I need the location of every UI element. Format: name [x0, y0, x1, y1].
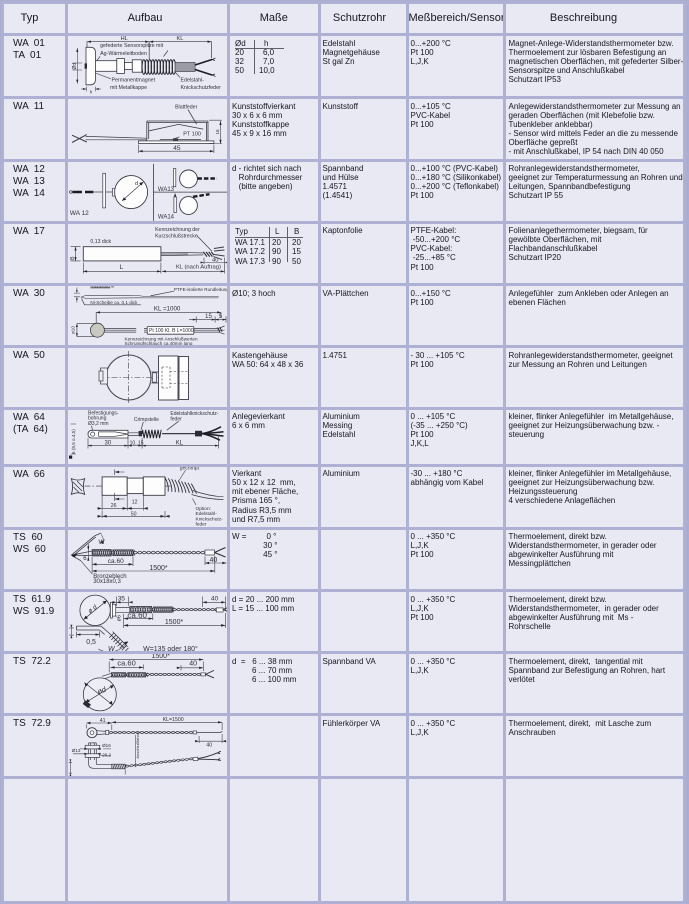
svg-text:1500*: 1500* [149, 565, 168, 572]
svg-text:Klebefläche: Klebefläche [90, 286, 114, 289]
svg-text:30x18x0,3: 30x18x0,3 [93, 578, 121, 584]
svg-text:0,5: 0,5 [86, 639, 96, 646]
svg-text:gefederte Sensorspitze mit: gefederte Sensorspitze mit [100, 43, 164, 49]
svg-text:KL: KL [177, 36, 184, 42]
svg-text:Knickschutzfeder: Knickschutzfeder [181, 85, 222, 91]
svg-text:Option:: Option: [196, 505, 211, 511]
svg-text:15: 15 [205, 313, 212, 320]
svg-text:W=135 oder 180°: W=135 oder 180° [143, 645, 198, 651]
svg-text:Kennzeichnung mit Anschlußwert: Kennzeichnung mit Anschlußwerten [125, 336, 198, 341]
svg-text:KL=1500: KL=1500 [163, 717, 184, 723]
svg-text:Kennzeichnung der: Kennzeichnung der [155, 227, 200, 233]
svg-text:Ag-Wärmeleitboden: Ag-Wärmeleitboden [100, 51, 147, 57]
svg-text:ca.60: ca.60 [117, 659, 135, 668]
svg-text:41: 41 [100, 718, 106, 724]
svg-text:6 (8,5 o.4,5): 6 (8,5 o.4,5) [71, 428, 76, 453]
svg-text:Edelstahl-: Edelstahl- [196, 511, 218, 517]
svg-text:10..15: 10..15 [130, 440, 144, 446]
svg-text:5: 5 [219, 313, 223, 320]
svg-text:Schrumpfschlauch ca.40mm lang: Schrumpfschlauch ca.40mm lang [125, 341, 193, 345]
svg-text:Ni-Scheibe ca. 0,1 dick: Ni-Scheibe ca. 0,1 dick [90, 300, 138, 305]
svg-text:50: 50 [131, 511, 137, 517]
svg-text:feder: feder [170, 416, 182, 422]
svg-text:KL (nach Auftrag): KL (nach Auftrag) [176, 264, 221, 270]
svg-text:0,13 dick: 0,13 dick [90, 239, 111, 245]
svg-text:ø d: ø d [87, 604, 99, 616]
svg-text:PT 100: PT 100 [183, 132, 201, 138]
svg-text:40: 40 [189, 661, 197, 668]
svg-text:40: 40 [212, 257, 218, 263]
svg-text:L: L [120, 263, 124, 270]
svg-text:Pt 100 Kl. B L=1000: Pt 100 Kl. B L=1000 [149, 328, 194, 334]
svg-text:12: 12 [132, 499, 138, 505]
svg-text:ød: ød [96, 684, 108, 696]
svg-text:bohrung: bohrung [88, 415, 107, 421]
svg-text:40: 40 [206, 742, 212, 748]
svg-text:Ød: Ød [72, 63, 78, 70]
svg-text:feder: feder [196, 521, 207, 526]
svg-text:ø10: ø10 [71, 326, 76, 334]
svg-text:Ø16: Ø16 [102, 743, 111, 748]
svg-text:KL: KL [176, 440, 184, 446]
svg-text:Bronzeblech: Bronzeblech [93, 573, 126, 579]
svg-text:mit Metallkappe: mit Metallkappe [110, 85, 147, 91]
svg-text:ca.60: ca.60 [108, 558, 124, 565]
svg-text:PTFE-isolierte Rundleitung: PTFE-isolierte Rundleitung [174, 287, 227, 292]
svg-text:WA13: WA13 [158, 186, 175, 192]
svg-text:B: B [70, 255, 76, 259]
svg-text:Permanentmagnet: Permanentmagnet [112, 78, 156, 84]
svg-text:W: W [108, 646, 116, 651]
svg-text:30: 30 [105, 440, 112, 446]
svg-text:1500*: 1500* [165, 619, 184, 626]
svg-text:26: 26 [111, 503, 117, 509]
svg-text:W: W [99, 539, 106, 546]
svg-text:KL =1000: KL =1000 [154, 306, 181, 313]
svg-text:1500*: 1500* [152, 654, 171, 660]
svg-text:40: 40 [211, 595, 219, 602]
svg-text:Kurzschlußstrecke: Kurzschlußstrecke [155, 233, 198, 239]
svg-text:Blattfeder: Blattfeder [175, 104, 197, 110]
svg-text:Ø13: Ø13 [72, 748, 81, 753]
svg-text:Anschlußfahne: Anschlußfahne [135, 731, 140, 758]
svg-text:40: 40 [210, 556, 218, 563]
svg-text:d: d [135, 181, 138, 187]
svg-text:Crimpstelle: Crimpstelle [134, 417, 159, 423]
svg-text:WA 12: WA 12 [70, 209, 89, 216]
svg-text:Befestigungs-: Befestigungs- [88, 410, 119, 416]
svg-text:35: 35 [118, 595, 126, 602]
svg-text:Knickschutz-: Knickschutz- [196, 516, 224, 522]
svg-text:Ø3,2 mm: Ø3,2 mm [88, 420, 109, 426]
svg-text:16: 16 [215, 129, 220, 135]
svg-text:45: 45 [173, 145, 181, 152]
svg-text:Edelstahl-: Edelstahl- [181, 78, 205, 84]
svg-text:h: h [90, 90, 93, 95]
svg-text:26,2: 26,2 [102, 753, 111, 758]
svg-text:gecrimpt: gecrimpt [180, 467, 200, 472]
svg-text:ca.60: ca.60 [127, 611, 147, 620]
svg-text:WA14: WA14 [158, 214, 175, 220]
svg-text:ø6: ø6 [116, 615, 122, 621]
svg-text:HL: HL [121, 36, 128, 42]
svg-text:Edelstahlknickschutz-: Edelstahlknickschutz- [170, 411, 218, 417]
svg-text:6: 6 [83, 556, 87, 562]
